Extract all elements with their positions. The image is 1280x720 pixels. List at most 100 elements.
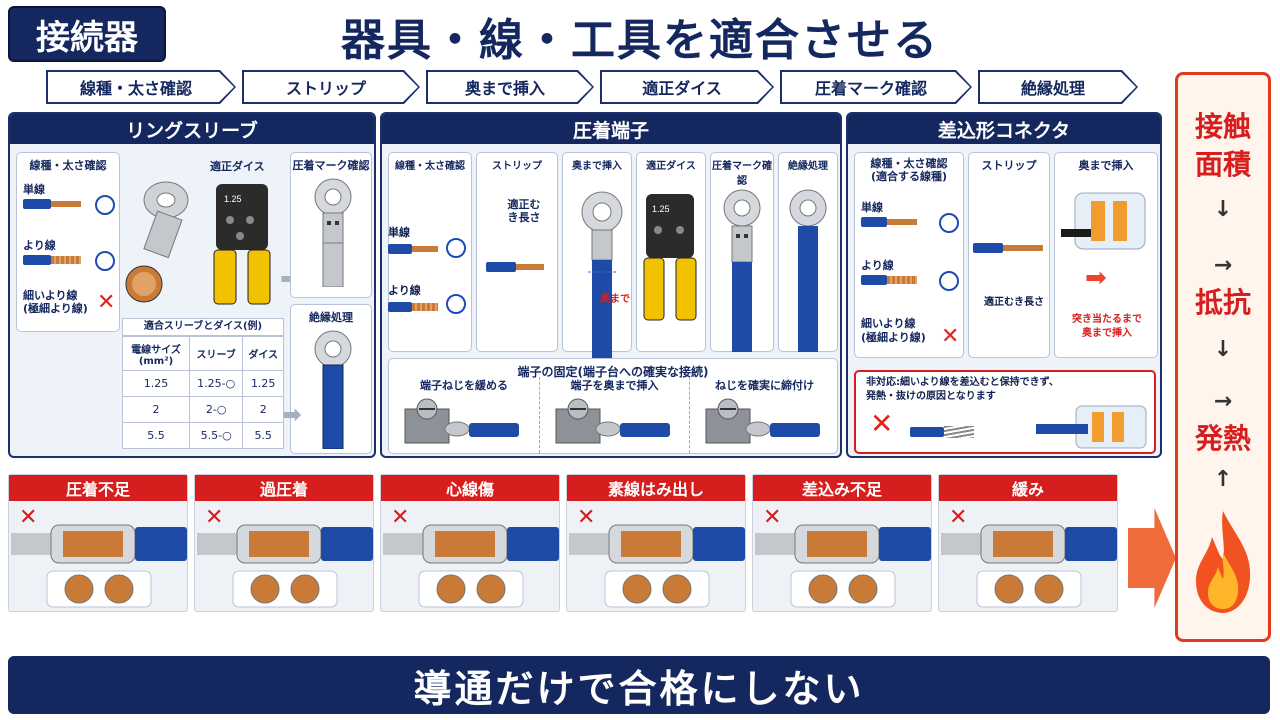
crimp-col-label: 絶縁処理 [788, 161, 828, 172]
ok-circle-icon [446, 238, 466, 258]
ring-single-label: 単線 [23, 183, 45, 196]
ng-cross-icon: ✕ [391, 505, 410, 530]
push-insert-label: 奥まで挿入 [1078, 159, 1134, 172]
ok-circle-icon [939, 213, 959, 233]
push-fine-label: 細いより線 (極細より線) [861, 317, 926, 344]
table-cell: 1.25 [242, 370, 284, 397]
table-header: スリーブ [188, 336, 244, 371]
tool-mark: 1.25 [224, 194, 242, 204]
defect-card: 心線傷 ✕ [380, 474, 560, 612]
ng-cross-icon: ✕ [941, 324, 960, 349]
ng-cross-icon: ✕ [577, 505, 596, 530]
arrow-down-icon: ↓ [1213, 337, 1233, 362]
crimp-col-label: 適正ダイス [646, 161, 696, 172]
insulated-terminal-icon [789, 189, 827, 352]
ok-circle-icon [939, 271, 959, 291]
arrow-down-icon: ↓ [1213, 197, 1233, 222]
stripped-wire-icon [973, 243, 1047, 253]
defect-illustration [197, 524, 373, 608]
step-label: 適正ダイス [602, 72, 772, 102]
push-insert-card: 奥まで挿入 ➡ 突き当たるまで 奥まで挿入 [1054, 152, 1158, 358]
crimp-col-label: 線種・太さ確認 [395, 161, 465, 172]
push-connector-panel: 差込形コネクタ 線種・太さ確認 (適合する線種) 単線 より線 細いより線 (極… [846, 112, 1162, 458]
defect-title: 心線傷 [381, 475, 559, 501]
table-cell: 5.5-○ [188, 422, 244, 449]
single-wire-icon [861, 217, 925, 227]
crimp-col-label: ストリップ [492, 161, 542, 172]
stranded-wire-icon [861, 275, 925, 285]
terminal-fix-card: 端子の固定(端子台への確実な接続) 端子ねじを緩める端子を奥まで挿入ねじを確実に… [388, 358, 838, 454]
push-single-label: 単線 [861, 201, 883, 214]
step-label: 圧着マーク確認 [782, 72, 970, 102]
strip-length-note: 適正む き長さ [507, 198, 541, 224]
stranded-wire-icon [388, 302, 458, 312]
inserted-terminal-icon [581, 191, 623, 380]
push-check-card: 線種・太さ確認 (適合する線種) 単線 より線 細いより線 (極細より線) ✕ [854, 152, 964, 358]
warning-text: 非対応:細いより線を差込むと保持できず、 発熱・抜けの原因となります [866, 377, 1059, 402]
ring-insul-card: 絶縁処理 [290, 304, 372, 454]
crimp-terminal-panel: 圧着端子 線種・太さ確認ストリップ奥まで挿入適正ダイス圧着マーク確認絶縁処理 単… [380, 112, 842, 458]
push-connector-title: 差込形コネクタ [848, 114, 1160, 144]
ring-check-card: 線種・太さ確認 単線 より線 細いより線 (極細より線) ✕ [16, 152, 120, 332]
ok-circle-icon [446, 294, 466, 314]
defect-card: 緩み✕ [938, 474, 1118, 612]
crimped-sleeve-icon [314, 178, 352, 287]
ring-sleeve-illustration [125, 181, 189, 303]
table-cell: 2 [122, 396, 190, 423]
table-cell: 2 [242, 396, 284, 423]
ng-cross-icon: ✕ [763, 505, 782, 530]
ring-mark-card: 圧着マーク確認 [290, 152, 372, 298]
step-1: 線種・太さ確認 [46, 70, 236, 104]
stranded-wire-icon [23, 255, 83, 265]
step-label: 絶縁処理 [980, 72, 1136, 102]
push-strip-label: ストリップ [981, 159, 1037, 172]
ring-stranded-label: より線 [23, 239, 56, 252]
defect-illustration [11, 524, 187, 608]
fix-step-label: ねじを確実に締付け [715, 379, 814, 392]
defect-illustration [941, 524, 1117, 608]
step-2: ストリップ [242, 70, 420, 104]
arrow-right-icon: → [1213, 253, 1233, 278]
table-cell: 2-○ [188, 396, 244, 423]
defect-illustration [569, 524, 745, 608]
push-strip-card: ストリップ 適正むき長さ [968, 152, 1050, 358]
arrow-right-icon [1128, 508, 1176, 608]
crimp-stranded-label: より線 [388, 284, 421, 297]
crimp-terminal-title: 圧着端子 [382, 114, 840, 144]
page-title: 器具・線・工具を適合させる [341, 15, 939, 66]
defect-card: 差込み不足✕ [752, 474, 932, 612]
step-label: 奥まで挿入 [428, 72, 592, 102]
push-insert-note: 突き当たるまで 奥まで挿入 [1072, 314, 1142, 339]
ok-circle-icon [95, 251, 115, 271]
fix-step: 端子ねじを緩める [389, 377, 539, 453]
crimp-col-label: 奥まで挿入 [572, 161, 622, 172]
ring-insul-label: 絶縁処理 [309, 311, 353, 324]
fix-step: 端子を奥まで挿入 [539, 377, 689, 453]
terminal-block-icon [555, 398, 670, 444]
push-check-label: 線種・太さ確認 (適合する線種) [870, 157, 948, 183]
defect-illustration [383, 524, 559, 608]
arrow-right-icon: → [1213, 389, 1233, 414]
insulated-sleeve-icon [314, 330, 352, 449]
crimp-col-card: ストリップ [476, 152, 558, 352]
ring-die-label: 適正ダイス [210, 160, 265, 173]
footer-banner: 導通だけで合格にしない [8, 656, 1270, 714]
step-6: 絶縁処理 [978, 70, 1138, 104]
chain-resistance: 抵抗 [1194, 286, 1251, 319]
arrow-right-icon: ➡ [1085, 263, 1107, 293]
ring-fine-label: 細いより線 (極細より線) [23, 289, 88, 315]
ring-sleeve-panel: リングスリーブ 線種・太さ確認 単線 より線 細いより線 (極細より線) ✕ 適… [8, 112, 376, 458]
arrow-right-icon: ➡ [280, 400, 302, 430]
frayed-wire-icon [910, 426, 980, 438]
table-header: ダイス [242, 336, 284, 371]
single-wire-icon [388, 244, 458, 254]
ng-cross-icon: ✕ [19, 505, 38, 530]
ok-circle-icon [95, 195, 115, 215]
chain-area: 面積 [1194, 148, 1251, 181]
chain-heat: 発熱 [1194, 422, 1251, 455]
defect-card: 素線はみ出し✕ [566, 474, 746, 612]
ring-sleeve-title: リングスリーブ [10, 114, 374, 144]
step-label: ストリップ [244, 72, 418, 102]
